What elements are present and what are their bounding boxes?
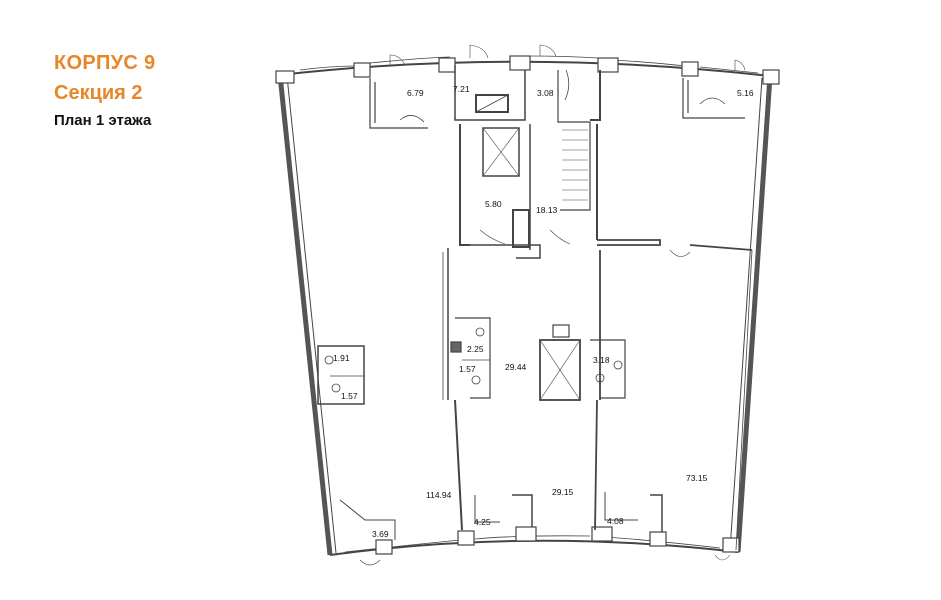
room-area-label: 29.15 (552, 487, 574, 497)
room-area-label: 4.08 (607, 516, 624, 526)
floor-plan-title: План 1 этажа (54, 112, 152, 129)
room-area-label: 5.16 (737, 88, 754, 98)
plan-title-block: КОРПУС 9 Секция 2 План 1 этажа (54, 48, 155, 134)
room-area-label: 7.21 (453, 84, 470, 94)
room-area-label: 2.25 (467, 344, 484, 354)
room-area-label: 3.08 (537, 88, 554, 98)
outer-wall-left (277, 74, 333, 556)
room-area-label: 29.44 (505, 362, 527, 372)
outer-wall-right (735, 75, 773, 553)
room-area-label: 4.25 (474, 517, 491, 527)
room-area-label: 6.79 (407, 88, 424, 98)
room-area-label: 1.91 (333, 353, 350, 363)
room-area-label: 3.69 (372, 529, 389, 539)
room-area-label: 114.94 (426, 490, 452, 500)
room-area-label: 73.15 (686, 473, 708, 483)
room-area-label: 18.13 (536, 205, 558, 215)
room-area-label: 1.57 (341, 391, 358, 401)
building-title: КОРПУС 9 (54, 52, 156, 74)
section-title: Секция 2 (54, 82, 143, 104)
room-area-label: 3.18 (593, 355, 610, 365)
room-area-label: 5.80 (485, 199, 502, 209)
room-area-label: 1.57 (459, 364, 476, 374)
